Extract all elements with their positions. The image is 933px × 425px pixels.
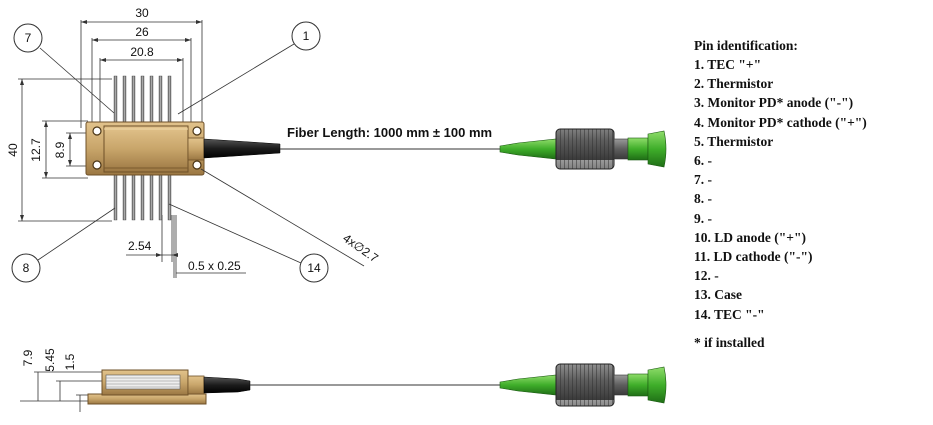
footnote: * if installed xyxy=(694,334,765,350)
callout-8: 8 xyxy=(11,253,41,283)
mounting-holes xyxy=(92,126,202,170)
svg-text:14: 14 xyxy=(307,261,321,275)
callout-leaders xyxy=(37,43,365,267)
pin-item-9: 9. - xyxy=(694,210,712,226)
svg-text:8: 8 xyxy=(23,261,30,275)
pin-item-6: 6. - xyxy=(694,153,712,169)
pin-item-11: 11. LD cathode ("-") xyxy=(694,249,813,265)
dim-side-total: 7.9 xyxy=(21,349,35,366)
pin-item-8: 8. - xyxy=(694,191,712,207)
dim-body-height: 12.7 xyxy=(29,138,43,162)
dim-overall-width: 30 xyxy=(135,6,149,20)
dim-flange-height: 8.9 xyxy=(53,141,67,158)
pin-item-2: 2. Thermistor xyxy=(694,76,774,92)
pin-item-4: 4. Monitor PD* cathode ("+") xyxy=(694,114,867,130)
pin-item-10: 10. LD anode ("+") xyxy=(694,229,806,245)
pin-item-1: 1. TEC "+" xyxy=(694,57,762,72)
pin-identification-title: Pin identification: xyxy=(694,38,798,53)
top-pins xyxy=(113,75,172,125)
dim-side-base: 1.5 xyxy=(63,353,77,370)
dim-pin-span: 26 xyxy=(135,25,149,39)
dimension-arrows xyxy=(20,20,202,257)
pin-item-14: 14. TEC "-" xyxy=(694,306,765,322)
butterfly-module-side xyxy=(87,369,251,405)
dim-hole-spec: 4x∅2.7 xyxy=(340,231,381,265)
dim-overall-height: 40 xyxy=(6,143,20,157)
pin-item-13: 13. Case xyxy=(694,287,742,303)
callout-1: 1 xyxy=(291,21,321,51)
pin-identification-panel: Pin identification: 1. TEC "+" 2. Thermi… xyxy=(694,38,930,351)
side-fiber-boot xyxy=(203,376,251,394)
dim-body-width: 20.8 xyxy=(130,45,154,59)
module-body xyxy=(103,125,189,173)
fc-connector-side xyxy=(499,363,667,407)
svg-text:1: 1 xyxy=(303,29,310,43)
bottom-pins xyxy=(113,171,172,221)
pin-item-3: 3. Monitor PD* anode ("-") xyxy=(694,95,854,111)
dim-pin-size: 0.5 x 0.25 xyxy=(188,259,241,273)
fiber-length-label: Fiber Length: 1000 mm ± 100 mm xyxy=(287,125,492,140)
fc-connector-top xyxy=(499,128,667,170)
svg-text:7: 7 xyxy=(25,31,32,45)
pin-item-5: 5. Thermistor xyxy=(694,133,774,149)
callout-7: 7 xyxy=(13,23,43,53)
dim-pin-pitch: 2.54 xyxy=(128,239,152,253)
pin-item-12: 12. - xyxy=(694,268,719,284)
pin-item-7: 7. - xyxy=(694,172,712,188)
callout-14: 14 xyxy=(299,253,329,283)
top-dimensions xyxy=(18,20,246,278)
dim-side-body: 5.45 xyxy=(43,348,57,372)
butterfly-module-top xyxy=(85,75,281,221)
fiber-boot xyxy=(203,138,281,159)
